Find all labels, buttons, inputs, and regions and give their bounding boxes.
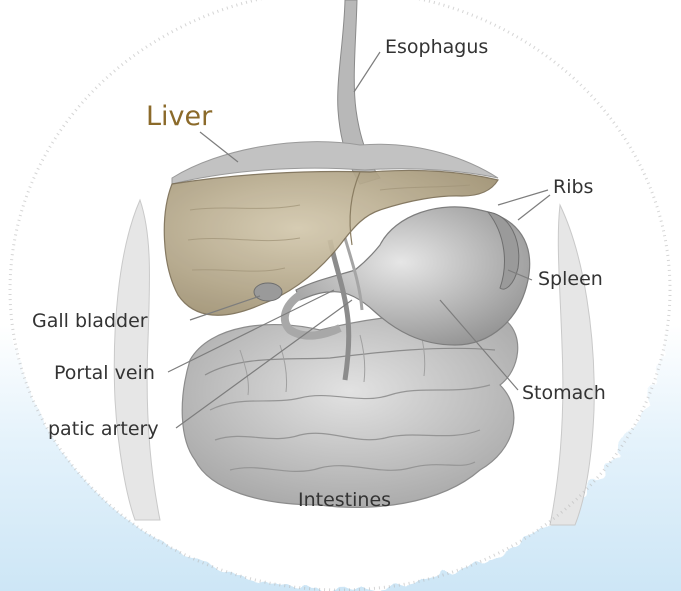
label-esophagus: Esophagus (385, 38, 488, 57)
label-liver: Liver (146, 103, 212, 130)
label-gall-bladder: Gall bladder (32, 312, 148, 331)
label-portal-vein: Portal vein (54, 364, 155, 383)
label-stomach: Stomach (522, 384, 606, 403)
label-ribs: Ribs (553, 178, 593, 197)
label-hepatic-artery: patic artery (48, 420, 159, 439)
label-intestines: Intestines (298, 491, 391, 510)
gall-bladder-shape (254, 283, 282, 301)
label-spleen: Spleen (538, 270, 603, 289)
